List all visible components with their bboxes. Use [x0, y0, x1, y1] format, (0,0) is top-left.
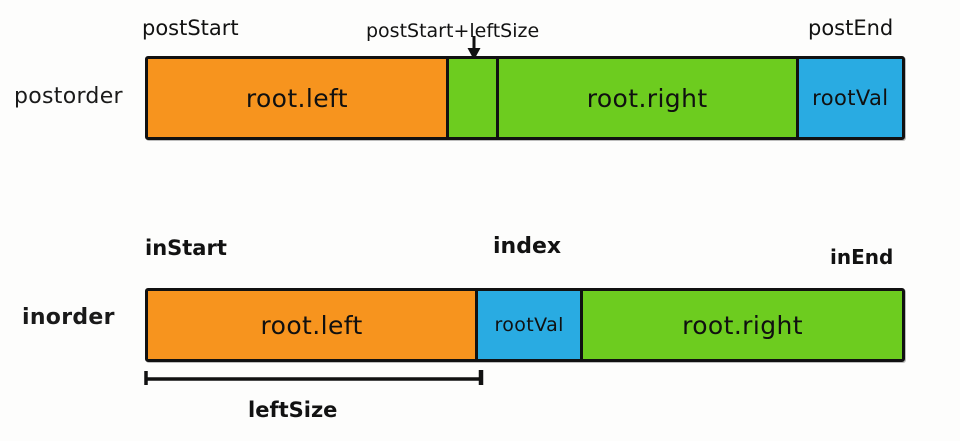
postorder-segment-root-right[interactable]: root.right	[498, 59, 799, 137]
inorder-segment-root-val[interactable]: rootVal	[478, 291, 584, 359]
segment-label: root.left	[260, 310, 363, 340]
caption-in-start: inStart	[145, 236, 227, 260]
segment-label: root.left	[245, 83, 348, 113]
postorder-segment-gap[interactable]	[448, 59, 499, 137]
inorder-row-label: inorder	[22, 305, 115, 330]
inorder-segment-root-right[interactable]: root.right	[583, 291, 902, 359]
left-size-measure-bracket	[144, 370, 484, 385]
caption-post-start-plus-left-size: postStart+leftSize	[366, 20, 540, 42]
postorder-segment-root-val[interactable]: rootVal	[798, 59, 902, 137]
segment-label: root.right	[586, 83, 708, 113]
segment-label: root.right	[682, 310, 803, 340]
segment-label: rootVal	[494, 314, 564, 336]
postorder-row-label: postorder	[14, 84, 123, 109]
caption-post-end: postEnd	[808, 16, 894, 40]
segment-label: rootVal	[812, 86, 889, 110]
inorder-array: root.left rootVal root.right	[145, 288, 905, 362]
caption-index: index	[493, 234, 562, 259]
caption-in-end: inEnd	[830, 245, 894, 269]
caption-post-start: postStart	[142, 16, 239, 40]
caption-left-size: leftSize	[248, 398, 338, 422]
inorder-segment-root-left[interactable]: root.left	[148, 291, 479, 359]
postorder-array: root.left root.right rootVal	[145, 56, 905, 140]
postorder-segment-root-left[interactable]: root.left	[148, 59, 449, 137]
down-arrow-icon	[467, 36, 481, 60]
